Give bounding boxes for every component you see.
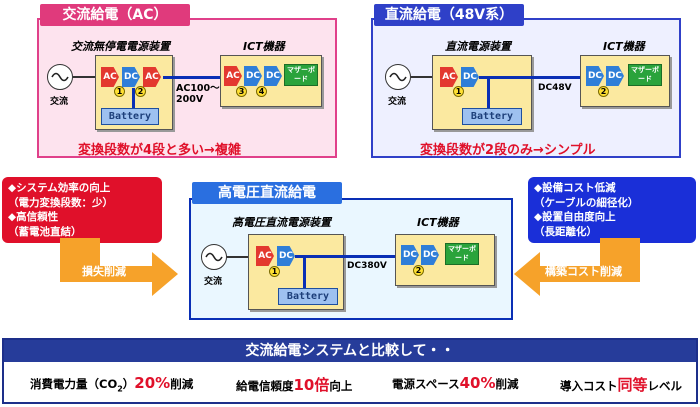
dc-output-wire <box>479 76 582 79</box>
metric-space-value: 40% <box>459 374 496 392</box>
ac-motherboard: マザーボード <box>284 64 318 86</box>
ac-input-wire <box>73 76 96 78</box>
hvdc-ict-conv-2: DC <box>421 245 439 265</box>
hvdc-source-icon <box>201 244 227 270</box>
hvdc-panel-title: 高電圧直流給電 <box>192 182 342 204</box>
right-benefit-line-4: （長距離化） <box>534 225 597 238</box>
metric-reliability-prefix: 給電信頼度 <box>236 379 294 393</box>
ac-source-icon <box>47 64 73 90</box>
metric-power-prefix: 消費電力量（CO <box>30 377 118 391</box>
hvdc-conv-2: DC <box>277 246 295 266</box>
hvdc-motherboard: マザーボード <box>445 243 479 265</box>
dc-summary: 変換段数が2段のみ→シンプル <box>420 143 596 158</box>
ac-num-2: 2 <box>135 86 146 97</box>
dc-voltage: DC48V <box>538 83 572 93</box>
hvdc-device-label: 高電圧直流電源装置 <box>232 216 331 229</box>
ac-panel-title: 交流給電（AC） <box>40 4 190 26</box>
dc-motherboard: マザーボード <box>628 64 662 86</box>
right-arrow-label: 構築コスト削減 <box>545 265 622 278</box>
hvdc-battery: Battery <box>278 288 338 305</box>
right-benefit-line-3: ◆設置自由度向上 <box>534 211 616 223</box>
dc-battery-wire <box>487 78 490 108</box>
metric-power-sub: 2 <box>117 384 123 394</box>
ac-ict-conv-2: DC <box>244 66 262 86</box>
ac-battery-wire <box>132 88 135 108</box>
metric-space-suffix: 削減 <box>495 377 519 391</box>
comparison-panel: 交流給電システムと比較して・・ 消費電力量（CO2）20%削減 給電信頼度10倍… <box>2 338 698 404</box>
ac-num-4: 4 <box>256 86 267 97</box>
metric-space: 電源スペース40%削減 <box>392 374 519 392</box>
metric-cost: 導入コスト同等レベル <box>560 374 682 395</box>
dc-conv-2: DC <box>461 67 479 87</box>
ac-conv-1: AC <box>101 67 119 87</box>
ac-conv-2: DC <box>122 67 140 87</box>
metric-power-value: 20% <box>134 374 171 392</box>
metric-power-mid: ） <box>122 377 135 391</box>
hvdc-ict-label: ICT機器 <box>417 216 459 229</box>
dc-source-label: 交流 <box>388 97 407 107</box>
left-arrow-icon <box>60 238 178 296</box>
hvdc-num-1: 1 <box>269 266 280 277</box>
dc-battery: Battery <box>462 108 522 125</box>
metric-space-prefix: 電源スペース <box>392 377 460 391</box>
dc-ict-conv-2: DC <box>606 66 624 86</box>
dc-ict-label: ICT機器 <box>603 40 645 53</box>
hvdc-source-label: 交流 <box>204 277 223 287</box>
left-benefit-line-3: ◆高信頼性 <box>8 211 59 223</box>
dc-panel-title: 直流給電（48V系） <box>374 4 524 26</box>
right-benefit-line-2: （ケーブルの細径化） <box>534 196 639 209</box>
left-benefit-line-2: （電力変換段数：少） <box>8 196 113 209</box>
right-arrow-icon <box>514 238 640 296</box>
hvdc-battery-wire <box>303 258 306 288</box>
left-benefit-line-4: （蓄電池直結） <box>8 225 82 238</box>
hvdc-ict-conv-1: DC <box>401 245 419 265</box>
ac-num-3: 3 <box>236 86 247 97</box>
dc-source-icon <box>385 64 411 90</box>
ac-output-wire <box>163 76 220 79</box>
ac-num-1: 1 <box>114 86 125 97</box>
ac-conv-3: AC <box>143 67 161 87</box>
ac-summary: 変換段数が4段と多い→複雑 <box>78 143 241 158</box>
ac-device-label: 交流無停電電源装置 <box>71 40 170 53</box>
left-arrow-label: 損失削減 <box>82 265 126 278</box>
hvdc-num-2: 2 <box>413 265 424 276</box>
metric-power: 消費電力量（CO2）20%削減 <box>30 374 193 393</box>
right-benefit-line-1: ◆設備コスト低減 <box>534 182 616 194</box>
left-benefits-box: ◆システム効率の向上 （電力変換段数：少） ◆高信頼性 （蓄電池直結） <box>2 177 162 243</box>
dc-device-label: 直流電源装置 <box>445 40 511 53</box>
right-benefits-box: ◆設備コスト低減 （ケーブルの細径化） ◆設置自由度向上 （長距離化） <box>528 177 696 243</box>
metric-reliability-value: 10倍 <box>293 376 330 394</box>
ac-ict-conv-3: DC <box>264 66 282 86</box>
metric-power-suffix: 削減 <box>170 377 194 391</box>
metric-cost-prefix: 導入コスト <box>560 379 618 393</box>
dc-ict-conv-1: DC <box>586 66 604 86</box>
ac-voltage: AC100〜200V <box>176 83 220 105</box>
ac-source-label: 交流 <box>50 97 69 107</box>
dc-input-wire <box>411 76 433 78</box>
comparison-title: 交流給電システムと比較して・・ <box>4 340 696 362</box>
ac-ict-label: ICT機器 <box>243 40 285 53</box>
ac-battery: Battery <box>101 108 159 125</box>
hvdc-output-wire <box>295 255 397 258</box>
dc-num-2: 2 <box>598 86 609 97</box>
hvdc-input-wire <box>227 256 249 258</box>
hvdc-voltage: DC380V <box>347 261 387 271</box>
dc-num-1: 1 <box>453 86 464 97</box>
metric-cost-suffix: レベル <box>647 379 683 393</box>
metric-reliability: 給電信頼度10倍向上 <box>236 374 352 395</box>
left-benefit-line-1: ◆システム効率の向上 <box>8 182 111 194</box>
hvdc-conv-1: AC <box>256 246 274 266</box>
metric-reliability-suffix: 向上 <box>329 379 353 393</box>
ac-ict-conv-1: AC <box>224 66 242 86</box>
metric-cost-value: 同等 <box>617 376 648 394</box>
dc-conv-1: AC <box>440 67 458 87</box>
